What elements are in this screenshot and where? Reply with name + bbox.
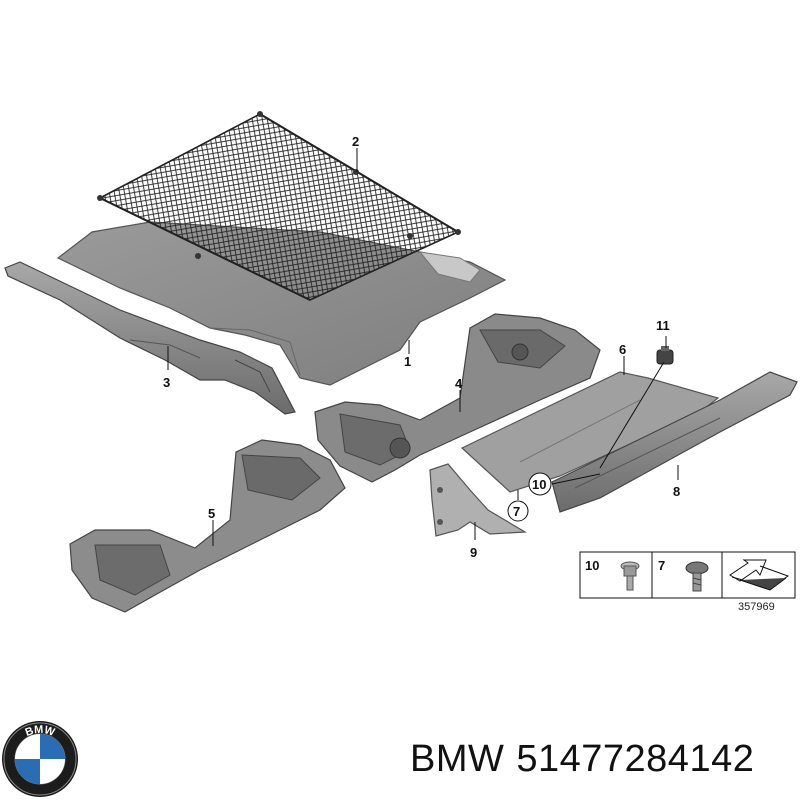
legend-number-a: 10 [585,558,599,573]
leader-lines [167,148,679,546]
diagram-reference-number: 357969 [738,601,775,613]
direction-arrow-icon [729,559,790,591]
callout-6: 6 [619,342,626,357]
callout-11: 11 [656,318,670,333]
callout-5: 5 [208,506,215,521]
screw-icon [685,561,709,592]
fastener-legend: 10 7 357969 [579,551,796,613]
callout-7: 7 [513,504,520,519]
callout-10: 10 [532,477,546,492]
callout-2: 2 [352,134,359,149]
part-caption: BMW 51477284142 [410,738,766,781]
callout-9: 9 [470,545,477,560]
part-storage-tray-upper [314,313,601,483]
caption-brand: BMW [410,738,505,780]
push-rivet-icon [620,561,640,591]
part-storage-tray-lower [69,439,346,613]
part-floor-mat [56,221,507,386]
part-luggage-net [97,111,461,301]
callouts: 1 2 3 4 5 6 8 9 11 7 10 [163,134,680,560]
callout-8: 8 [673,484,680,499]
legend-number-b: 7 [658,558,665,573]
bmw-logo-lettering: BMW [24,724,57,739]
part-side-trim-rail [4,261,296,415]
callout-3: 3 [163,375,170,390]
part-rear-panel [551,371,798,513]
caption-part-number: 51477284142 [516,738,755,780]
callout-1: 1 [404,354,411,369]
part-clip [656,346,674,365]
callout-4: 4 [455,376,463,391]
bmw-logo: BMW [2,721,78,797]
part-bracket [429,463,527,537]
